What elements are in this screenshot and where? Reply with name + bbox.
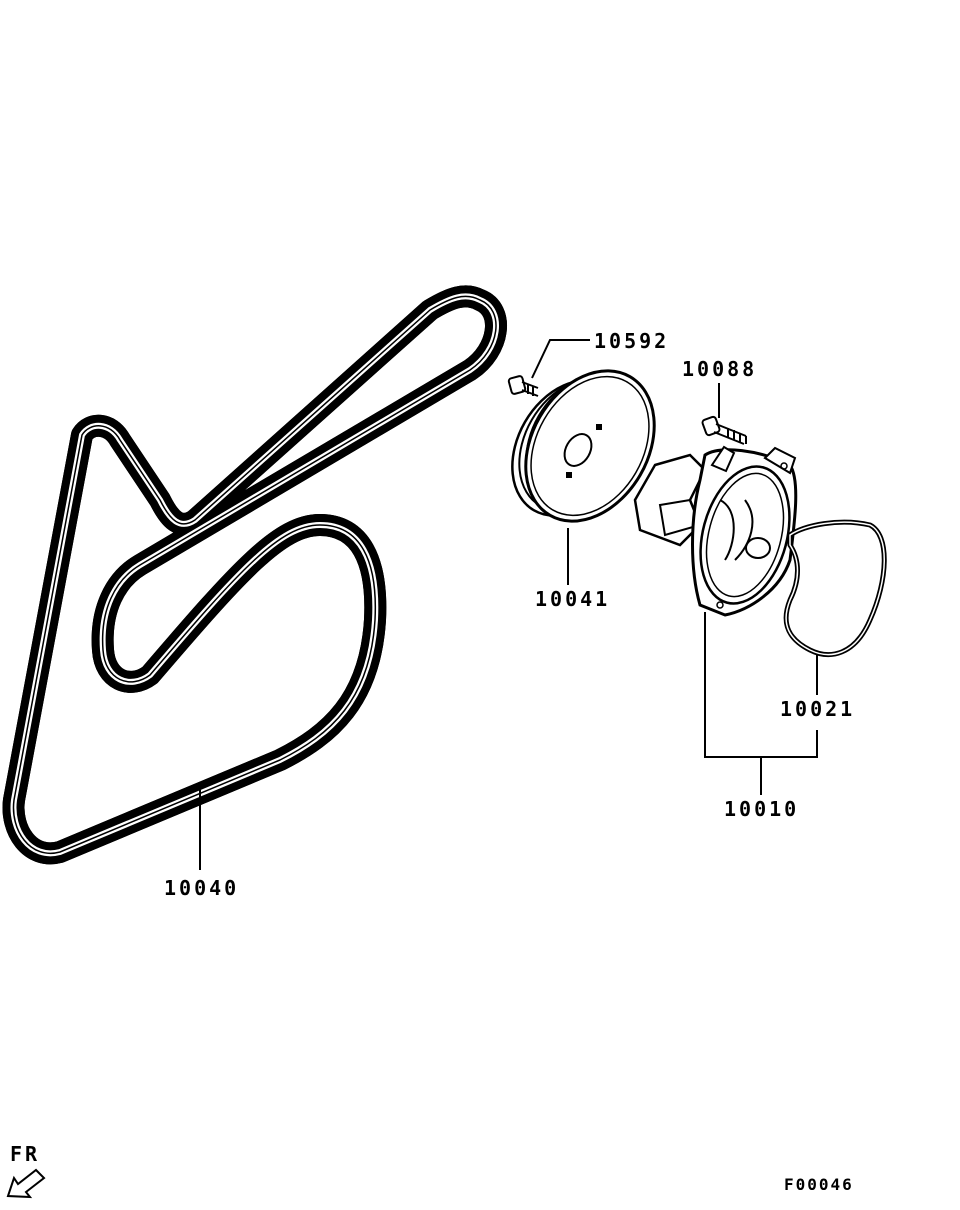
- part-label-10010[interactable]: 10010: [724, 797, 799, 821]
- water-pump[interactable]: [633, 445, 804, 617]
- part-label-10088[interactable]: 10088: [682, 357, 757, 381]
- front-direction-label: FR: [10, 1142, 40, 1166]
- gasket[interactable]: [783, 519, 887, 658]
- bolt-10088[interactable]: [701, 415, 747, 445]
- pulley[interactable]: [489, 348, 680, 545]
- front-arrow-icon: [6, 1168, 46, 1199]
- part-label-10040[interactable]: 10040: [164, 876, 239, 900]
- bolt-10592[interactable]: [507, 375, 539, 397]
- leader-lines: [199, 339, 818, 870]
- part-label-10041[interactable]: 10041: [535, 587, 610, 611]
- figure-code: F00046: [784, 1175, 854, 1194]
- part-label-10021[interactable]: 10021: [780, 697, 855, 721]
- part-label-10592[interactable]: 10592: [594, 329, 669, 353]
- drive-belt[interactable]: [13, 296, 496, 853]
